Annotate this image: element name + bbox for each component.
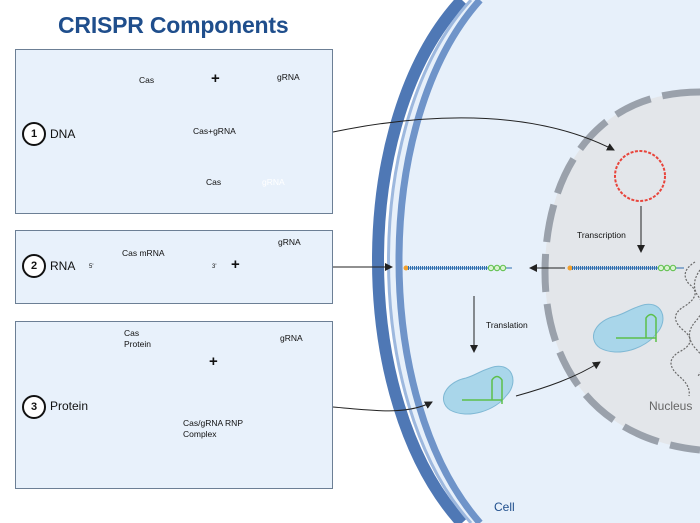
nucleus-label: Nucleus xyxy=(649,399,693,413)
label-five-prime: 5' xyxy=(89,264,94,270)
panel-rna xyxy=(15,230,333,304)
cell-membrane-inner xyxy=(395,0,483,523)
cell-membrane-gap xyxy=(387,0,473,523)
chromatin-2 xyxy=(688,269,700,377)
label-rnp-1: Cas/gRNA RNP xyxy=(183,418,243,428)
nucleus-envelope xyxy=(541,88,700,454)
panel-protein xyxy=(15,321,333,489)
nuclear-rnp-icon xyxy=(593,303,664,353)
label-gene-cas: Cas xyxy=(206,177,222,187)
label-translation: Translation xyxy=(486,320,528,330)
plus-sign-1: + xyxy=(211,70,220,87)
nuclear-plasmid-icon xyxy=(614,150,666,202)
cell-membrane-outer xyxy=(372,0,467,523)
chromatin xyxy=(670,261,696,397)
nuclear-mrna-cap xyxy=(567,265,573,271)
label-grna-rna: gRNA xyxy=(278,237,301,247)
nucleus-body xyxy=(545,92,700,450)
label-cas-protein-1: Cas xyxy=(124,328,140,338)
page-title: CRISPR Components xyxy=(58,12,289,38)
panel-title-protein: Protein xyxy=(50,399,89,413)
panel-number-1: 1 xyxy=(22,122,46,146)
label-cas-grna: Cas+gRNA xyxy=(193,126,236,136)
label-cas-mrna: Cas mRNA xyxy=(122,248,165,258)
cyto-mrna-cap xyxy=(403,265,409,271)
plus-sign-3: + xyxy=(209,353,218,370)
panel-number-3: 3 xyxy=(22,395,46,419)
label-cas: Cas xyxy=(139,75,155,85)
label-transcription: Transcription xyxy=(577,230,626,240)
panel-number-2: 2 xyxy=(22,254,46,278)
arrow-protein-to-cell xyxy=(332,401,433,412)
label-rnp-2: Complex xyxy=(183,429,217,439)
label-grna-protein: gRNA xyxy=(280,333,303,343)
plus-sign-2: + xyxy=(231,256,240,273)
label-three-prime: 3' xyxy=(212,264,217,270)
cell-label: Cell xyxy=(494,500,515,514)
panel-title-dna: DNA xyxy=(50,127,76,141)
arrow-dna-to-nucleus xyxy=(332,117,615,151)
label-cas-protein-2: Protein xyxy=(124,339,151,349)
label-grna: gRNA xyxy=(277,72,300,82)
cyto-rnp-icon xyxy=(443,365,514,415)
arrow-rnp-to-nucleus xyxy=(515,361,601,397)
label-gene-grna: gRNA xyxy=(262,177,285,187)
panel-title-rna: RNA xyxy=(50,259,76,273)
panel-dna xyxy=(15,49,333,214)
